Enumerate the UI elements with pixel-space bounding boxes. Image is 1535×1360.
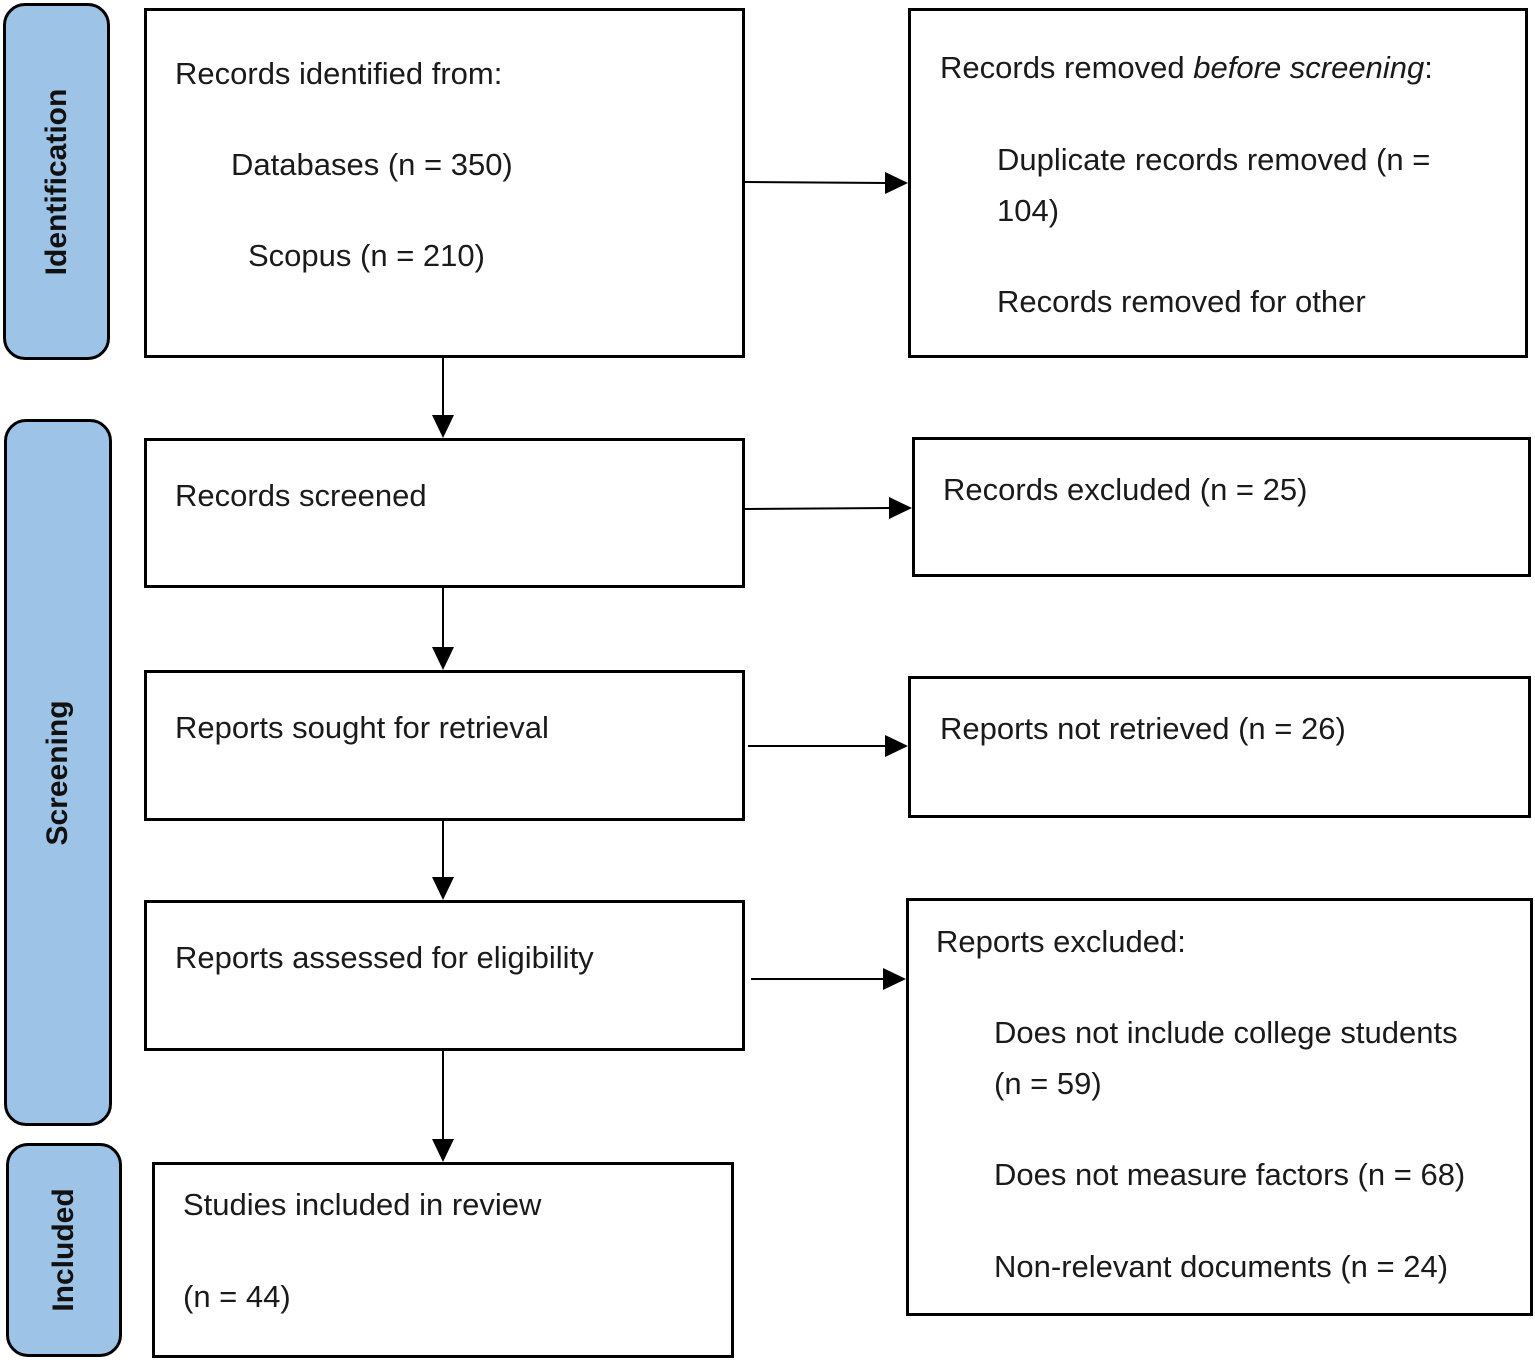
arrowhead-sought-to-not-retrieved <box>885 735 908 757</box>
studies-included-label: Studies included in review <box>183 1187 542 1222</box>
databases-count: Databases (n = 350) <box>231 147 513 182</box>
records-identified-box <box>144 8 745 358</box>
reports-excluded-heading: Reports excluded: <box>936 924 1186 959</box>
arrowhead-sought-to-assessed <box>432 877 454 900</box>
arrowhead-identified-to-screened <box>432 415 454 438</box>
non-relevant-count: Non-relevant documents (n = 24) <box>994 1249 1449 1284</box>
arrowhead-assessed-to-reports-excluded <box>883 968 906 990</box>
reports-not-retrieved-box <box>908 676 1531 818</box>
reports-sought-box <box>144 670 745 821</box>
records-screened-label: Records screened <box>175 478 427 513</box>
arrowhead-assessed-to-included <box>432 1139 454 1162</box>
arrowhead-screened-to-excluded <box>889 497 912 519</box>
reports-excluded-box <box>906 898 1533 1316</box>
arrowhead-identified-to-removed <box>885 172 908 194</box>
records-excluded-box <box>912 437 1531 577</box>
arrow-screened-to-excluded <box>744 507 892 510</box>
records-excluded-label: Records excluded (n = 25) <box>943 472 1308 507</box>
records-removed-heading: Records removed before screening: <box>940 50 1433 85</box>
records-removed-other: Records removed for other <box>997 284 1366 319</box>
reports-assessed-label: Reports assessed for eligibility <box>175 940 594 975</box>
records-screened-box <box>144 438 745 588</box>
scopus-count: Scopus (n = 210) <box>248 238 485 273</box>
stage-included: Included <box>6 1143 122 1357</box>
college-students-line2: (n = 59) <box>994 1066 1102 1101</box>
arrow-identified-to-removed <box>744 181 888 184</box>
duplicates-removed-line1: Duplicate records removed (n = <box>997 142 1431 177</box>
reports-assessed-box <box>144 900 745 1051</box>
college-students-line1: Does not include college students <box>994 1015 1458 1050</box>
duplicates-removed-line2: 104) <box>997 193 1060 228</box>
records-identified-heading: Records identified from: <box>175 56 503 91</box>
reports-not-retrieved-label: Reports not retrieved (n = 26) <box>940 711 1346 746</box>
studies-included-box <box>152 1162 734 1358</box>
arrowhead-screened-to-sought <box>432 647 454 670</box>
stage-identification: Identification <box>3 3 110 360</box>
reports-sought-label: Reports sought for retrieval <box>175 710 549 745</box>
records-removed-box <box>908 8 1528 358</box>
stage-screening: Screening <box>4 419 112 1126</box>
studies-included-count: (n = 44) <box>183 1279 291 1314</box>
measure-factors-count: Does not measure factors (n = 68) <box>994 1157 1466 1192</box>
